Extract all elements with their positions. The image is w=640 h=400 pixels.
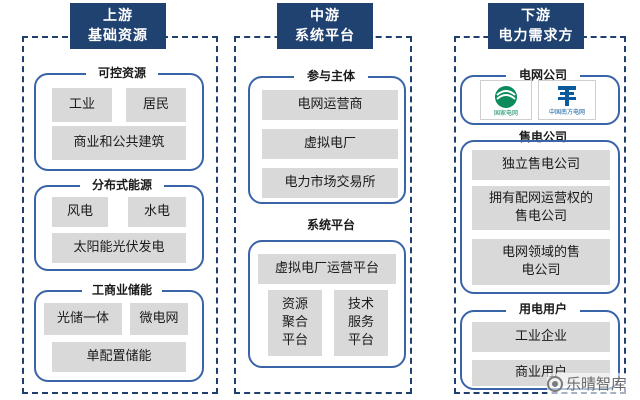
storage-box-microgrid: 微电网 <box>130 303 188 335</box>
midstream-header: 中游 系统平台 <box>277 3 373 49</box>
resource-box-wind: 风电 <box>52 197 108 227</box>
china-southern-grid-logo-svg: 中国南方电网 <box>549 86 585 116</box>
distributed-title: 分布式能源 <box>80 176 164 193</box>
participant-box-grid-operator: 电网运营商 <box>262 90 398 120</box>
watermark: 乐晴智库 <box>546 373 626 394</box>
user-box-industrial: 工业企业 <box>472 322 610 352</box>
watermark-text: 乐晴智库 <box>565 375 626 393</box>
downstream-header: 下游 电力需求方 <box>488 3 584 49</box>
state-grid-logo-text: 国家电网 <box>494 109 518 117</box>
storage-title: 工商业储能 <box>82 281 162 298</box>
platform-group <box>248 240 406 368</box>
seller-box-grid-domain: 电网领域的售电公司 <box>472 239 610 285</box>
platform-title: 系统平台 <box>294 216 368 233</box>
resource-box-residential: 居民 <box>126 88 186 122</box>
sellers-group <box>460 140 620 294</box>
participant-box-vpp: 虚拟电厂 <box>262 129 398 159</box>
watermark-logo-icon <box>546 375 563 392</box>
china-southern-grid-logo-text: 中国南方电网 <box>549 108 585 116</box>
platform-box-tech-service: 技术服务平台 <box>334 290 388 356</box>
china-southern-grid-logo-icon: 中国南方电网 <box>538 80 596 120</box>
platform-box-vpp-operation: 虚拟电厂运营平台 <box>258 254 396 284</box>
participant-box-exchange: 电力市场交易所 <box>262 168 398 198</box>
grid-company-title: 电网公司 <box>506 66 580 83</box>
state-grid-logo-svg: 国家电网 <box>494 86 518 117</box>
storage-box-standalone: 单配置储能 <box>52 342 186 372</box>
state-grid-logo-icon: 国家电网 <box>480 80 532 120</box>
platform-box-aggregation: 资源聚合平台 <box>268 290 322 356</box>
users-title: 用电用户 <box>506 300 580 317</box>
seller-box-distribution-rights: 拥有配网运营权的售电公司 <box>472 186 610 230</box>
resource-box-commercial: 商业和公共建筑 <box>52 126 186 160</box>
seller-box-independent: 独立售电公司 <box>472 150 610 180</box>
participants-title: 参与主体 <box>294 67 368 84</box>
resource-box-hydro: 水电 <box>128 197 186 227</box>
resource-box-solar: 太阳能光伏发电 <box>52 233 186 263</box>
upstream-header: 上游 基础资源 <box>70 3 166 49</box>
storage-box-pv-storage: 光储一体 <box>44 303 122 335</box>
controllable-title: 可控资源 <box>86 64 158 81</box>
resource-box-industry: 工业 <box>52 88 112 122</box>
